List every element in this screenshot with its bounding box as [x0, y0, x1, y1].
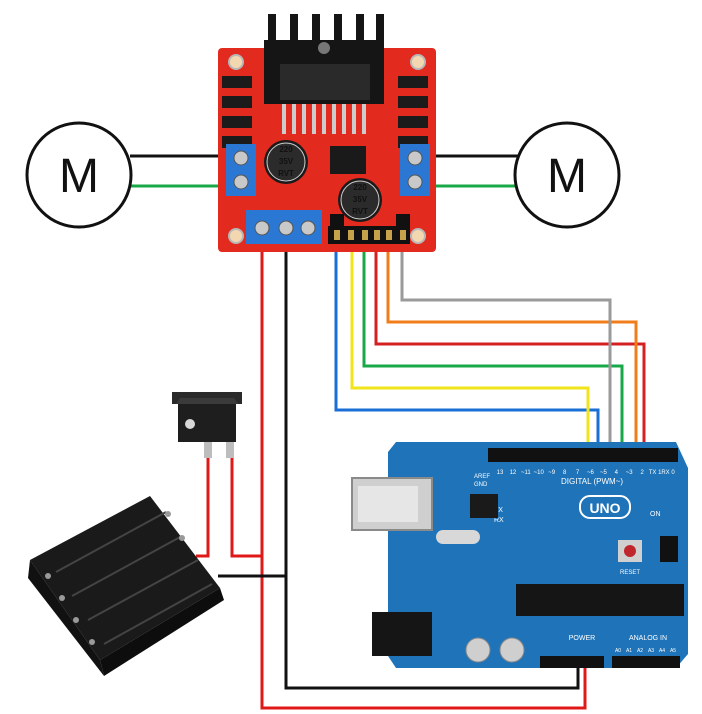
wire-ground-black — [284, 232, 580, 690]
tx-label: TX — [494, 507, 503, 514]
crystal — [436, 530, 480, 544]
digital-pin-label: TX 1 — [649, 470, 662, 476]
motor-driver-board: 220 35V RVT 220 35V RVT — [218, 14, 436, 252]
reset-label: RESET — [620, 570, 640, 576]
motor-left-circle — [25, 121, 133, 229]
digital-label: DIGITAL (PWM~) — [561, 477, 623, 486]
digital-pin-label: ~9 — [548, 470, 556, 476]
terminal-power — [246, 210, 322, 244]
capacitor-right: 220 35V RVT — [338, 178, 382, 222]
voltage-regulator — [330, 146, 366, 174]
capacitor — [465, 637, 491, 663]
power-label: POWER — [569, 635, 595, 642]
terminal-motor-right — [400, 144, 430, 196]
wire-power-red — [260, 232, 587, 710]
wire-signal-green — [362, 244, 624, 452]
wire-signal-gray — [400, 244, 612, 452]
usb-connector — [351, 477, 433, 531]
digital-pin-label: 12 — [510, 470, 517, 476]
motor-right: M — [513, 121, 621, 229]
uno-logo: UNO — [579, 495, 631, 519]
gnd-label: GND — [474, 482, 488, 488]
analog-pin-label: A4 — [659, 648, 665, 654]
capacitor-right-line: RVT — [352, 207, 368, 216]
wire-signal-orange — [386, 244, 638, 452]
on-label: ON — [650, 511, 661, 518]
analog-pin-labels: A0 A1 A2 A3 A4 A5 — [615, 648, 676, 654]
rx-label: RX — [494, 517, 504, 524]
terminal-motor-left — [226, 144, 256, 196]
digital-pin-label: 8 — [563, 470, 567, 476]
wire-signal-blue — [334, 244, 600, 452]
analog-pin-label: A1 — [626, 648, 632, 654]
wire-signal-yellow — [350, 244, 590, 452]
atmega-chip — [516, 584, 684, 616]
capacitor-left-line: RVT — [278, 169, 294, 178]
mount-hole — [410, 228, 426, 244]
power-jack — [372, 612, 432, 656]
capacitor-left-line: 35V — [279, 157, 294, 166]
jumper-right — [396, 214, 410, 226]
jumper-left — [330, 214, 344, 226]
motor-right-label: M — [547, 150, 587, 203]
digital-pin-label: ~10 — [534, 470, 545, 476]
battery-holder — [28, 496, 224, 676]
digital-pin-label: 4 — [615, 470, 619, 476]
digital-pin-label: ~6 — [587, 470, 595, 476]
motor-left: M — [25, 121, 133, 229]
heatsink — [264, 14, 384, 104]
analog-pin-label: A5 — [670, 648, 676, 654]
mount-hole — [228, 54, 244, 70]
digital-pin-label: ~11 — [521, 470, 531, 476]
mount-hole — [228, 228, 244, 244]
digital-pin-label: 2 — [640, 470, 644, 476]
uno-logo-text: UNO — [589, 500, 620, 516]
aref-label: AREF — [474, 474, 490, 480]
wire-battery-switch-1 — [196, 458, 210, 558]
analog-pin-label: A2 — [637, 648, 643, 654]
power-header — [540, 656, 604, 668]
analog-header — [612, 656, 680, 668]
icsp-header — [660, 536, 678, 562]
analog-pin-label: A3 — [648, 648, 654, 654]
analog-label: ANALOG IN — [629, 635, 667, 642]
driver-ic-pins — [282, 104, 366, 134]
rocker-switch — [172, 392, 242, 458]
signal-header — [328, 226, 410, 244]
digital-pin-label: ~3 — [626, 470, 634, 476]
capacitor-right-line: 35V — [353, 195, 368, 204]
mount-hole — [410, 54, 426, 70]
motor-left-label: M — [59, 150, 99, 203]
capacitor-right-line: 220 — [353, 183, 367, 192]
digital-pin-label: 7 — [576, 470, 580, 476]
digital-pin-label: ~5 — [600, 470, 608, 476]
capacitor — [499, 637, 525, 663]
capacitor-left: 220 35V RVT — [264, 140, 308, 184]
capacitor-left-line: 220 — [279, 145, 293, 154]
wires — [130, 154, 646, 710]
analog-pin-label: A0 — [615, 648, 621, 654]
digital-pin-label: RX 0 — [661, 470, 675, 476]
wire-switch-to-driver — [230, 458, 262, 558]
digital-pin-label: 13 — [497, 470, 504, 476]
digital-header — [488, 448, 678, 462]
motor-right-circle — [513, 121, 621, 229]
usb-chip — [470, 494, 498, 518]
wire-signal-red — [374, 244, 646, 452]
